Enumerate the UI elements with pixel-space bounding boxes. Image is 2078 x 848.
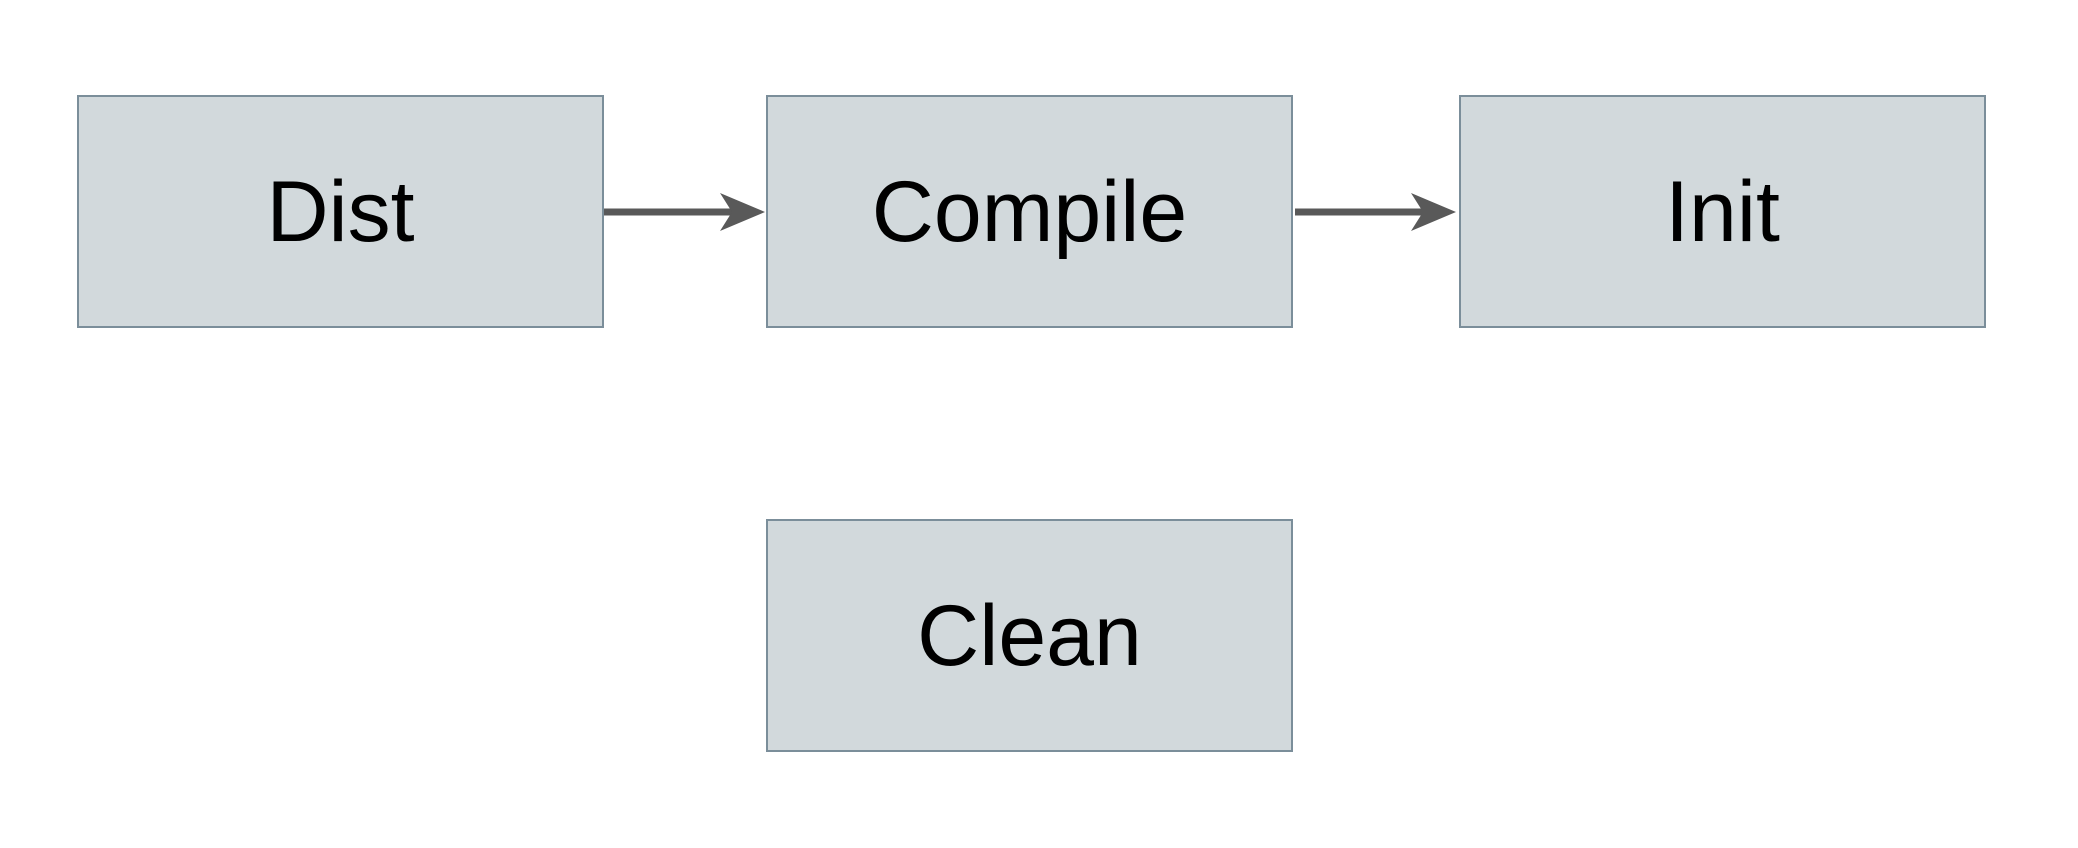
node-clean-label: Clean [917, 587, 1142, 684]
node-init-label: Init [1665, 163, 1780, 260]
node-init: Init [1459, 95, 1986, 328]
arrow-compile-to-init-icon [1295, 190, 1457, 234]
arrow-dist-to-compile-icon [604, 190, 766, 234]
node-compile: Compile [766, 95, 1293, 328]
node-dist: Dist [77, 95, 604, 328]
node-clean: Clean [766, 519, 1293, 752]
node-dist-label: Dist [266, 163, 415, 260]
node-compile-label: Compile [871, 163, 1188, 260]
